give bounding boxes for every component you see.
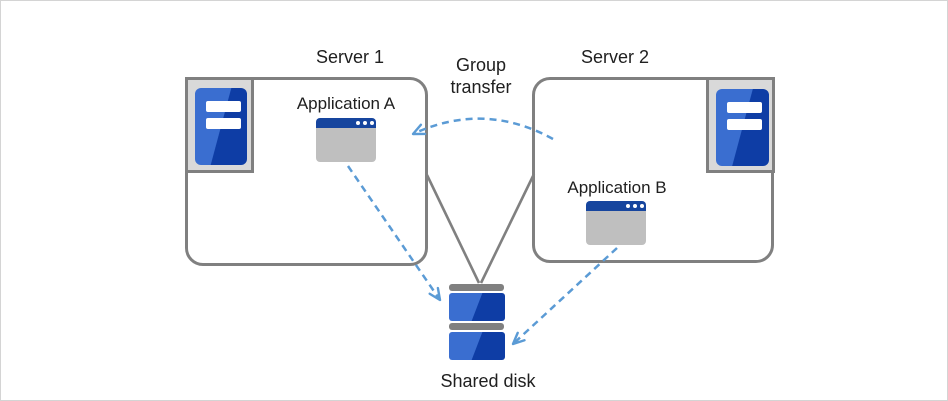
server2-label: Server 2 [580, 47, 650, 67]
group-transfer-label: Group transfer [416, 54, 546, 98]
server1-label: Server 1 [315, 47, 385, 67]
app-window-icon [586, 201, 646, 245]
server-tower-body [195, 88, 247, 165]
window-dot [363, 121, 367, 125]
disk-stack-icon [449, 284, 504, 291]
server-tower-icon [706, 77, 775, 173]
app-window-body [586, 211, 646, 245]
server2-disk-line [479, 173, 536, 284]
group-transfer-line2: transfer [450, 77, 512, 97]
window-dot [626, 204, 630, 208]
app-window-titlebar [316, 118, 376, 128]
server-tower-icon [185, 77, 254, 173]
server1-disk-line [425, 174, 481, 284]
app-window-icon [316, 118, 376, 162]
application-b-label: Application B [567, 178, 667, 197]
shared-disk-label: Shared disk [440, 371, 536, 391]
application-a-label: Application A [296, 94, 396, 113]
app-window-body [316, 128, 376, 162]
window-dot [640, 204, 644, 208]
server-slot [727, 119, 762, 130]
disk-platter [449, 332, 505, 360]
disk-stack-icon [449, 323, 504, 330]
window-dot [356, 121, 360, 125]
server-slot [206, 101, 241, 112]
server-slot [206, 118, 241, 129]
server-tower-body [716, 89, 769, 166]
app-window-titlebar [586, 201, 646, 211]
group-transfer-line1: Group [455, 55, 507, 75]
window-dot [633, 204, 637, 208]
window-dot [370, 121, 374, 125]
disk-platter [449, 293, 505, 321]
server-slot [727, 102, 762, 113]
